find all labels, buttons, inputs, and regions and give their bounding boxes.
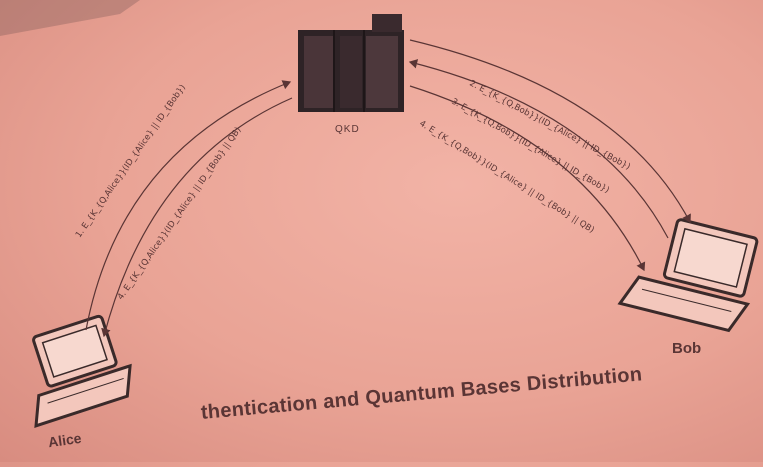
bob-label: Bob: [672, 340, 702, 357]
arrow-4-qkd-to-bob: [409, 85, 646, 272]
qkd-server-icon: [298, 14, 404, 112]
arrow-1-alice-to-qkd: [85, 80, 292, 331]
arrow-2-qkd-to-bob: [409, 39, 691, 224]
arrow-3-bob-to-qkd: [408, 59, 669, 239]
arrow-4-qkd-to-alice: [101, 97, 293, 338]
alice-laptop-icon: [32, 314, 132, 428]
qkd-label: QKD: [335, 124, 360, 135]
bob-laptop-icon: [617, 218, 759, 333]
shadow-band: [0, 0, 140, 36]
